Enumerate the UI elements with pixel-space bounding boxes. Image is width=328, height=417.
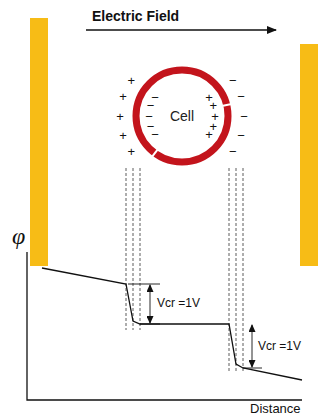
voltage-label: Vcr =1V: [157, 297, 200, 309]
charge-sign: −: [229, 145, 237, 158]
charge-sign: −: [237, 129, 245, 142]
voltage-label: Vcr =1V: [258, 340, 301, 352]
charge-sign: −: [240, 110, 248, 123]
charge-sign: +: [205, 128, 213, 141]
projection-lines: [126, 168, 243, 372]
charge-sign: −: [229, 74, 237, 87]
charge-sign: +: [119, 90, 127, 103]
charge-sign: +: [119, 129, 127, 142]
potential-curve: [42, 268, 302, 380]
field-arrow: [86, 29, 276, 31]
right-electrode: [300, 44, 318, 266]
left-electrode: [30, 18, 48, 266]
axis-label: Distance: [250, 402, 301, 415]
axis-label: φ: [12, 224, 25, 248]
charge-sign: −: [151, 91, 159, 104]
plot-axes: [27, 252, 302, 400]
cell-label: Cell: [170, 109, 194, 123]
charge-sign: +: [127, 145, 135, 158]
vcr-marker: [128, 284, 160, 324]
charge-sign: +: [116, 110, 124, 123]
cell-membrane: Cell: [126, 60, 238, 172]
charge-sign: +: [127, 74, 135, 87]
charge-sign: −: [237, 90, 245, 103]
field-label: Electric Field: [92, 9, 179, 23]
